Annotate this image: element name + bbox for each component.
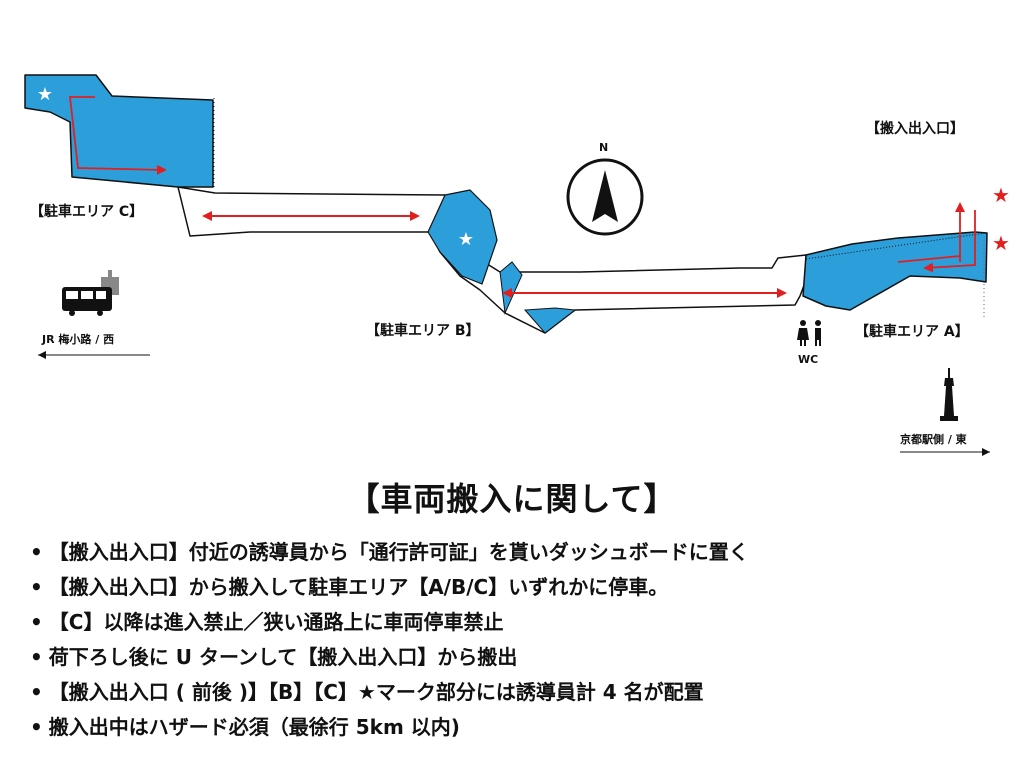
- restroom-icon: [797, 320, 821, 346]
- route-arrow-a-2: [897, 255, 961, 263]
- route-arrow-c: [68, 96, 167, 175]
- page-title: 【車両搬入に関して】: [347, 480, 677, 518]
- label-north: N: [599, 141, 609, 154]
- parking-area-b-south: [499, 261, 523, 315]
- access-road: [177, 186, 807, 334]
- instruction-list: 【搬入出入口】付近の誘導員から「通行許可証」を貰いダッシュボードに置く 【搬入出…: [30, 535, 749, 745]
- label-wc: WC: [798, 353, 819, 366]
- list-item: 【C】以降は進入禁止／狭い通路上に車両停車禁止: [30, 605, 749, 640]
- venue-map: ★ ★ ★ ★: [24, 74, 1010, 456]
- route-arrow-a-3: [923, 210, 976, 273]
- label-west: JR 梅小路 / 西: [42, 333, 115, 346]
- label-east: 京都駅側 / 東: [900, 433, 967, 446]
- parking-area-c: [24, 74, 214, 188]
- guide-star-c: ★: [37, 84, 53, 105]
- train-icon: [62, 270, 119, 316]
- guide-star-entrance-1: ★: [992, 183, 1010, 207]
- list-item: 【搬入出入口】付近の誘導員から「通行許可証」を貰いダッシュボードに置く: [30, 535, 749, 570]
- parking-area-a: [802, 231, 988, 311]
- parking-area-b: [427, 189, 498, 285]
- list-item: 搬入出中はハザード必須（最徐行 5km 以内): [30, 710, 749, 745]
- guide-star-entrance-2: ★: [992, 231, 1010, 255]
- label-area-c: 【駐車エリア C】: [30, 204, 144, 220]
- list-item: 【搬入出入口】から搬入して駐車エリア【A/B/C】いずれかに停車。: [30, 570, 749, 605]
- list-item: 荷下ろし後に U ターンして【搬入出入口】から搬出: [30, 640, 749, 675]
- label-entrance: 【搬入出入口】: [866, 121, 964, 137]
- list-item: 【搬入出入口 ( 前後 )】【B】【C】★マーク部分には誘導員計 4 名が配置: [30, 675, 749, 710]
- label-area-a: 【駐車エリア A】: [855, 324, 969, 340]
- label-area-b: 【駐車エリア B】: [366, 323, 480, 339]
- guide-star-b: ★: [458, 229, 474, 250]
- kyoto-tower-icon: [940, 368, 958, 421]
- north-arrow-icon: [566, 158, 644, 236]
- parking-area-b-lower: [523, 307, 577, 334]
